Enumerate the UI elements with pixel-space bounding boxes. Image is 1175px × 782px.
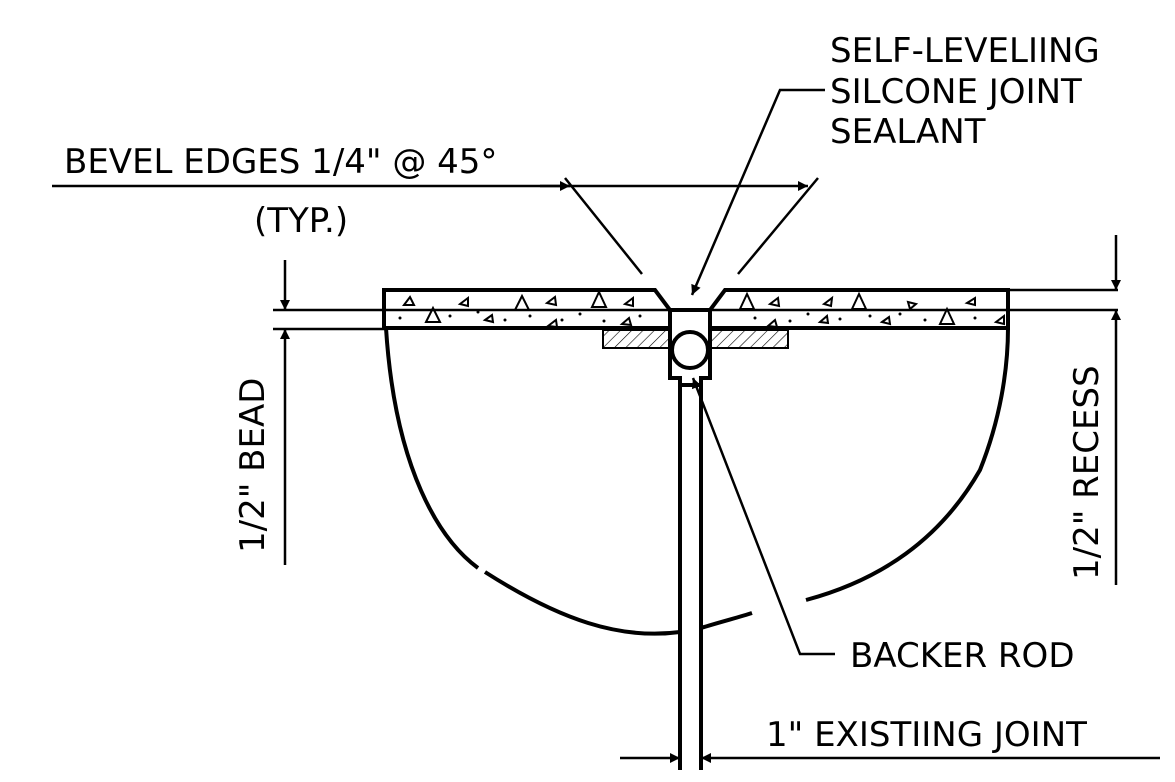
leader-lines bbox=[52, 88, 835, 656]
sealant-label-line2: SILCONE JOINT bbox=[830, 72, 1082, 112]
sealant-label-line3: SEALANT bbox=[830, 112, 986, 152]
bevel-label-line1: BEVEL EDGES 1/4" @ 45° bbox=[64, 142, 497, 182]
bevel-label-line2: (TYP.) bbox=[254, 201, 348, 241]
recess-dimension-label: 1/2" RECESS bbox=[1067, 365, 1107, 580]
backer-rod-label: BACKER ROD bbox=[850, 636, 1075, 676]
existing-joint-label: 1" EXISTIING JOINT bbox=[766, 715, 1087, 755]
backer-rod-circle bbox=[670, 330, 710, 370]
detail-boundary bbox=[384, 327, 1010, 636]
extension-lines bbox=[273, 288, 1118, 331]
sealant-label-line1: SELF-LEVELIING bbox=[830, 31, 1100, 71]
bond-breaker-strips bbox=[602, 329, 789, 349]
bead-dimension-label: 1/2" BEAD bbox=[233, 378, 273, 553]
aggregate-pattern bbox=[402, 289, 1005, 329]
sand-dots bbox=[398, 310, 977, 323]
existing-joint bbox=[678, 385, 703, 770]
dimension-arrows bbox=[280, 235, 1160, 763]
